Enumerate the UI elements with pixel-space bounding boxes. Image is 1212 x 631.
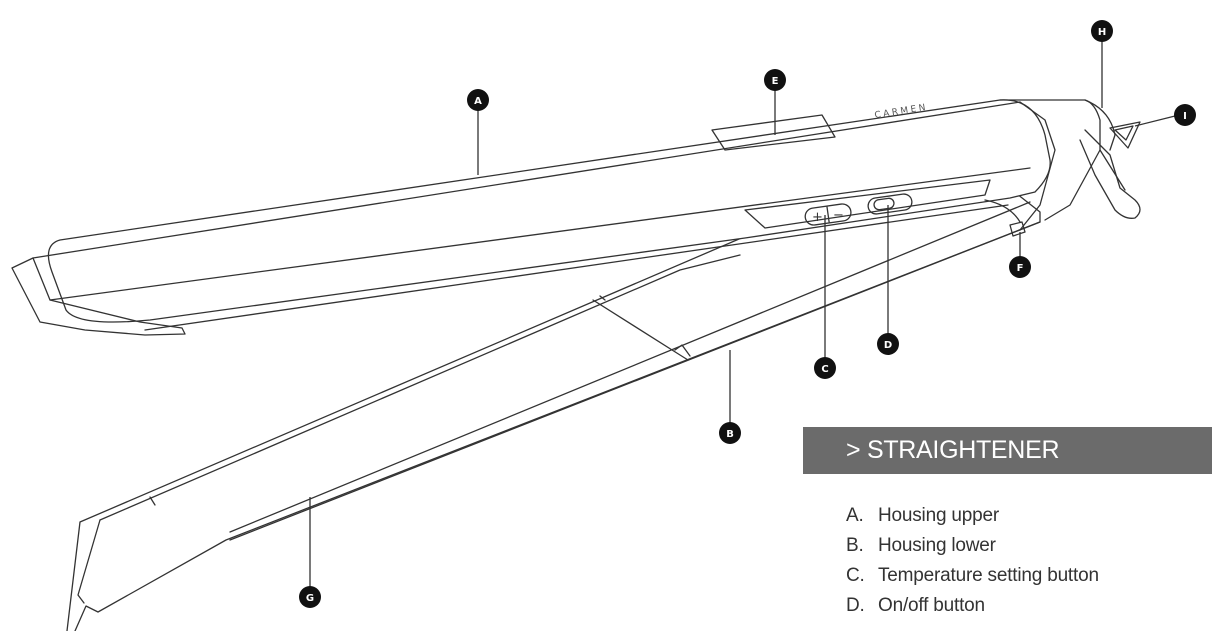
power-button	[867, 193, 913, 215]
plus-symbol: +	[812, 210, 823, 225]
part-label: Temperature setting button	[878, 565, 1099, 586]
callout-markers: A B C D E F G H	[299, 20, 1196, 608]
housing-upper-arm: + − CARMEN	[11, 99, 1101, 336]
part-letter: C.	[846, 565, 865, 586]
leader-lines	[309, 40, 1176, 588]
part-letter: D.	[846, 595, 865, 616]
lock-switch	[1009, 221, 1026, 237]
callout-c: C	[814, 357, 836, 379]
svg-text:C: C	[821, 364, 828, 375]
part-label: On/off button	[878, 595, 985, 616]
parts-list-item: B. Housing lower	[846, 531, 1212, 561]
part-label: Housing lower	[878, 535, 996, 556]
svg-text:E: E	[772, 76, 779, 87]
parts-list: A. Housing upper B. Housing lower C. Temper…	[846, 501, 1212, 631]
heating-plate-outline	[99, 254, 741, 521]
svg-text:G: G	[306, 593, 314, 604]
svg-text:A: A	[474, 96, 482, 107]
callout-e: E	[764, 69, 786, 91]
callout-b: B	[719, 422, 741, 444]
svg-text:D: D	[884, 340, 892, 351]
minus-symbol: −	[833, 208, 844, 223]
part-letter: B.	[846, 535, 864, 556]
temperature-buttons: + −	[804, 203, 852, 226]
svg-text:I: I	[1183, 111, 1187, 122]
parts-list-item: D. On/off button	[846, 591, 1212, 621]
part-label: Housing upper	[878, 505, 999, 526]
hinge-flap	[592, 295, 691, 361]
parts-list-item: C. Temperature setting button	[846, 561, 1212, 591]
hanging-loop	[1109, 121, 1141, 149]
parts-list-item: A. Housing upper	[846, 501, 1212, 531]
callout-d: D	[877, 333, 899, 355]
callout-f: F	[1009, 256, 1031, 278]
part-letter: A.	[846, 505, 864, 526]
control-panel	[744, 179, 991, 229]
callout-a: A	[467, 89, 489, 111]
callout-i: I	[1174, 104, 1196, 126]
display-window	[711, 114, 836, 151]
swivel-cord	[1079, 99, 1141, 219]
section-title-bar: > STRAIGHTENER	[803, 427, 1212, 474]
svg-text:B: B	[726, 429, 734, 440]
callout-g: G	[299, 586, 321, 608]
callout-h: H	[1091, 20, 1113, 42]
svg-text:F: F	[1017, 263, 1024, 274]
svg-text:H: H	[1098, 27, 1106, 38]
section-title: > STRAIGHTENER	[846, 436, 1060, 464]
